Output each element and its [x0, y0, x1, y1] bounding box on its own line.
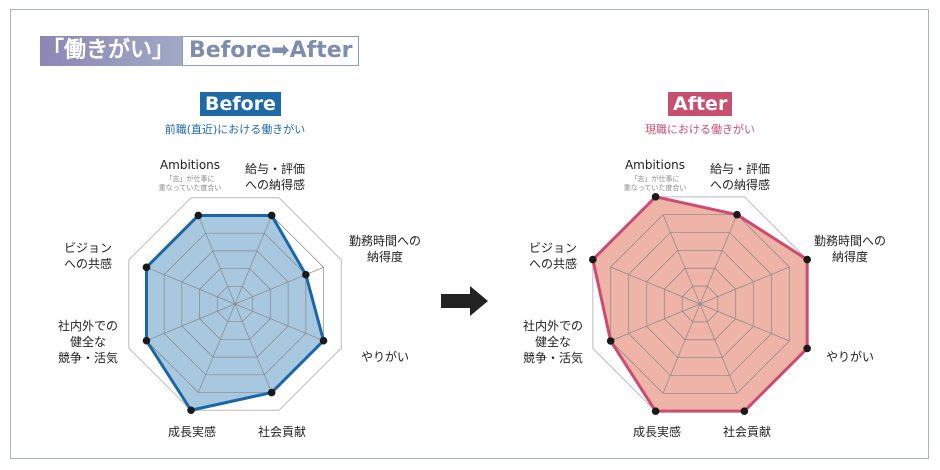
before-axis-spoke	[234, 215, 272, 305]
before-data-point	[302, 270, 310, 279]
before-axis-label: 社会貢献	[257, 425, 307, 439]
before-axis-label: 給与・評価 への納得感	[244, 162, 306, 192]
title-main: 「働きがい」	[40, 36, 183, 66]
after-axis-spoke	[699, 303, 790, 342]
after-data-point	[651, 193, 660, 201]
right-arrow-icon	[441, 286, 488, 316]
before-axis-label: 成長実感	[167, 425, 217, 439]
before-data-point	[142, 263, 151, 272]
after-axis-label: 社会貢献	[722, 425, 772, 439]
after-data-point	[803, 344, 811, 353]
before-axis-spoke	[198, 215, 236, 305]
title-tag: Before➡After	[182, 36, 360, 66]
before-badge: Before	[200, 92, 281, 116]
after-subtitle: 現職における働きがい	[645, 123, 755, 136]
after-axis-spoke	[699, 266, 790, 305]
after-axis-spoke	[610, 266, 701, 305]
after-axis-spoke	[662, 303, 701, 394]
after-data-point	[733, 210, 741, 219]
before-axis-label: Ambitions	[159, 158, 221, 172]
after-axis-label: Ambitions	[624, 158, 686, 172]
before-ambitions-note: 「志」が仕事に 重なっていた度合い	[158, 175, 222, 192]
before-data-point	[267, 211, 276, 220]
before-axis-label: ビジョン への共感	[63, 241, 113, 271]
after-axis-label: 社内外での 健全な 競争・活気	[522, 319, 584, 365]
after-data-point	[606, 337, 615, 345]
before-data-point	[319, 336, 328, 345]
after-data-point	[803, 255, 811, 264]
before-data-point	[187, 406, 195, 415]
frame	[10, 9, 929, 459]
before-data-point	[194, 211, 203, 220]
after-data-point	[740, 407, 749, 415]
after-data-point	[589, 255, 597, 264]
before-axis-label: 勤務時間への 納得度	[348, 234, 422, 264]
after-badge: After	[668, 92, 733, 116]
before-data-point	[142, 336, 151, 345]
before-subtitle: 前職(直近)における働きがい	[164, 123, 306, 136]
after-axis-label: 勤務時間への 納得度	[813, 234, 887, 264]
before-axis-label: 社内外での 健全な 競争・活気	[57, 319, 119, 365]
title-banner: 「働きがい」 Before➡After	[40, 36, 360, 66]
before-axis-label: やりがい	[360, 350, 410, 364]
after-axis-label: 給与・評価 への納得感	[709, 162, 771, 192]
after-axis-spoke	[610, 303, 701, 342]
after-data-point	[651, 407, 660, 415]
after-ambitions-note: 「志」が仕事に 重なっていた度合い	[623, 175, 687, 192]
after-axis-spoke	[699, 214, 738, 305]
before-axis-spoke	[234, 303, 324, 341]
after-axis-label: 成長実感	[632, 425, 682, 439]
after-axis-label: やりがい	[825, 350, 875, 364]
before-axis-spoke	[198, 303, 236, 393]
after-axis-spoke	[662, 214, 701, 305]
before-axis-spoke	[146, 303, 236, 341]
before-area	[146, 215, 324, 411]
before-axis-spoke	[234, 303, 272, 393]
before-data-point	[267, 388, 276, 397]
after-axis-label: ビジョン への共感	[528, 241, 578, 271]
after-axis-spoke	[699, 303, 738, 394]
before-axis-spoke	[146, 267, 236, 305]
